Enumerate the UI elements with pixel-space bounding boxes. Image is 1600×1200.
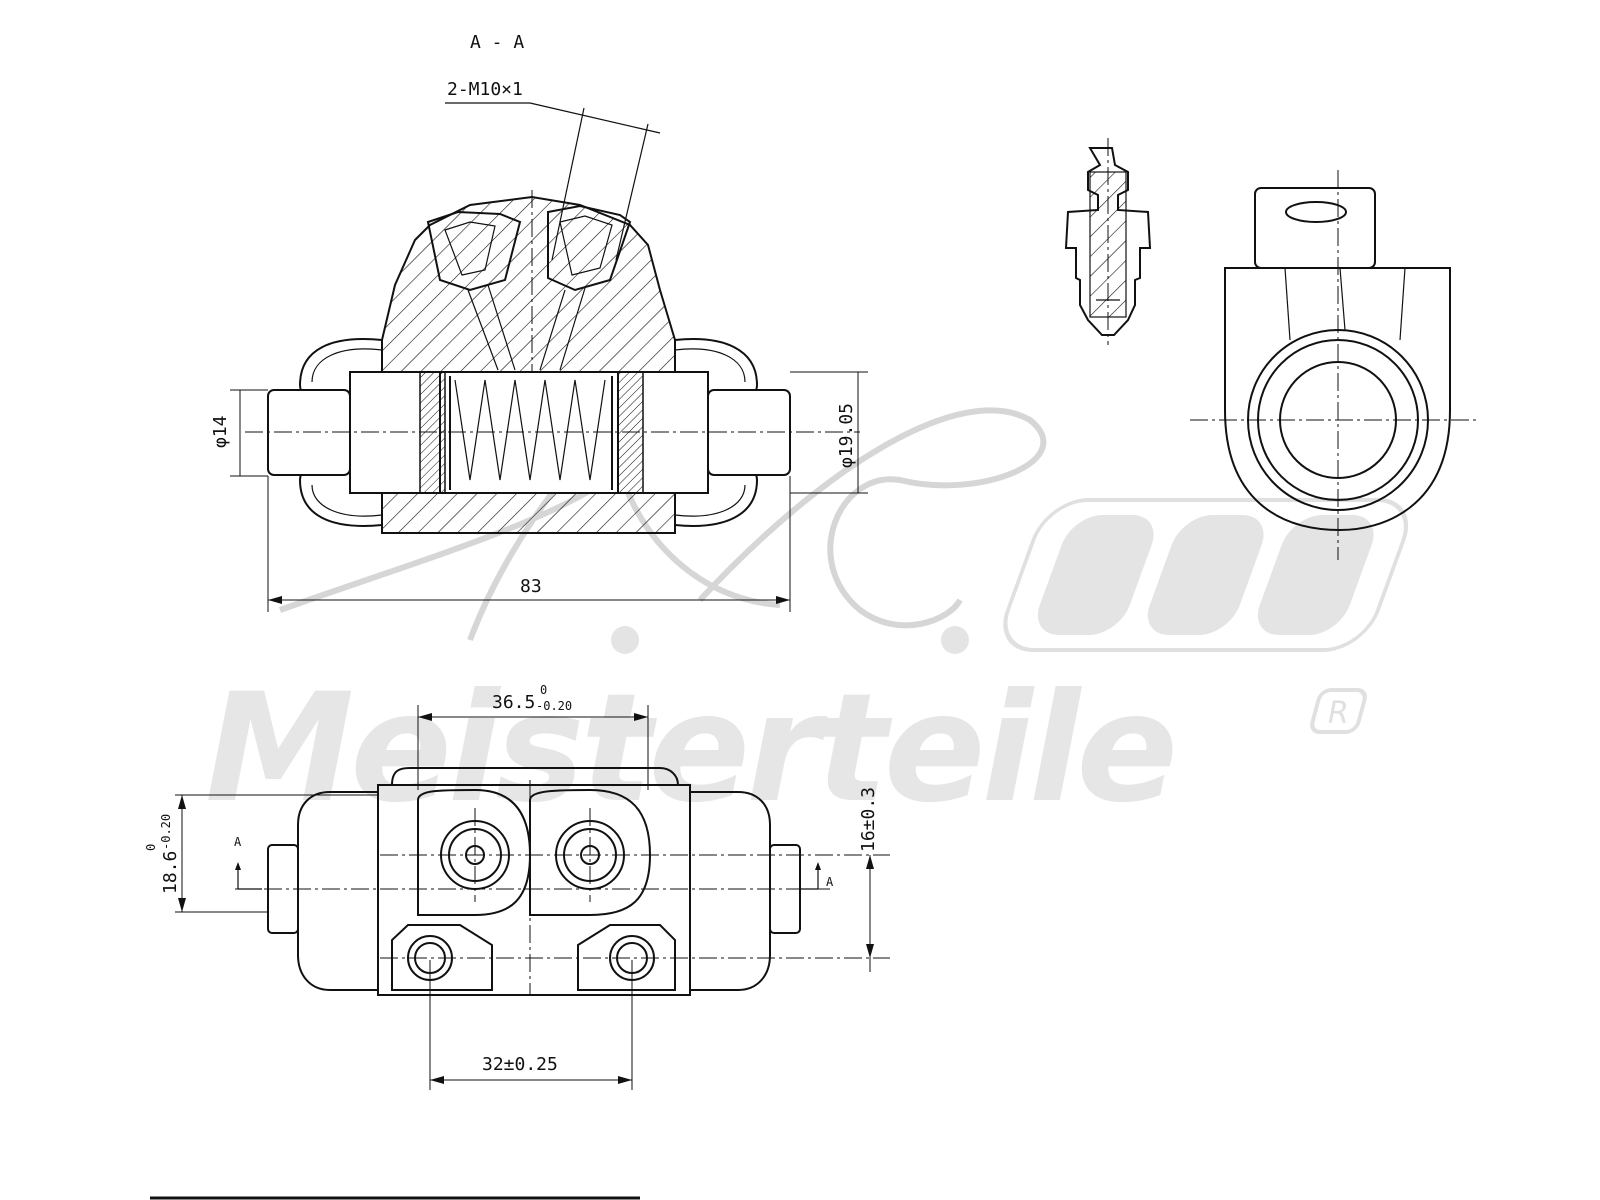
dim-port-spacing: 36.5 [492, 692, 535, 713]
section-view: A - A 2-M10×1 [210, 32, 868, 612]
dim-bore-small: φ14 [210, 415, 231, 448]
plan-view: A A 36.5 0 -0.20 16±0.3 18.6 0 -0.20 [144, 683, 890, 1090]
section-label: A - A [470, 32, 524, 53]
svg-text:A: A [234, 835, 242, 849]
port-left [426, 210, 522, 371]
dim-body-height: 18.6 [160, 851, 181, 894]
port-right [539, 204, 632, 371]
dim-height-offset: 16±0.3 [858, 787, 879, 852]
svg-text:A: A [826, 875, 834, 889]
end-view [1190, 170, 1480, 560]
thread-callout: 2-M10×1 [447, 79, 523, 100]
watermark-brand-text: Meisterteile [205, 662, 1174, 836]
section-marker-left: A [234, 835, 262, 890]
dim-body-height-tol-upper: 0 [144, 844, 158, 851]
dim-bore-large: φ19.05 [836, 403, 857, 468]
registered-mark: R [1310, 688, 1367, 734]
dim-overall-length: 83 [520, 576, 542, 597]
watermark-logo: Meisterteile R [205, 405, 1409, 836]
dim-port-spacing-tol-lower: -0.20 [536, 699, 572, 713]
dim-mount-spacing: 32±0.25 [482, 1054, 558, 1075]
registered-text: R [1328, 696, 1349, 731]
section-marker-right: A [800, 862, 834, 890]
dim-body-height-tol-lower: -0.20 [159, 814, 173, 850]
bleed-screw-view [1064, 138, 1152, 345]
dim-port-spacing-tol-upper: 0 [540, 683, 547, 697]
